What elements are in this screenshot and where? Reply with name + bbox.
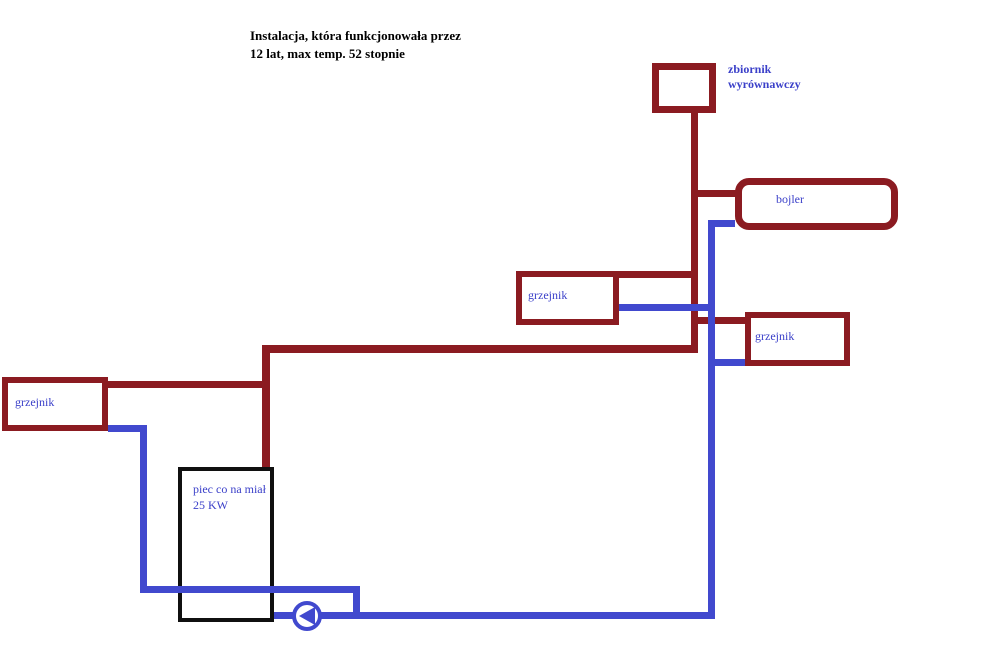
pipe-supply-expansion-tank-vertical [691, 110, 698, 353]
expansion-tank-label-line2: wyrównawczy [728, 77, 801, 91]
radiator-left-label: grzejnik [15, 395, 55, 409]
pipe-return-jog-vertical [353, 586, 360, 619]
pipe-return-left-vertical [140, 425, 147, 593]
pipe-return-main-vertical [708, 221, 715, 619]
expansion-tank-label: zbiornik wyrównawczy [728, 62, 801, 92]
diagram-title: Instalacja, która funkcjonowała przez 12… [250, 27, 461, 63]
title-line-2: 12 lat, max temp. 52 stopnie [250, 46, 405, 61]
pipe-return-radiator-middle [619, 304, 715, 311]
expansion-tank-box [652, 63, 716, 113]
pipe-return-boiler [708, 220, 735, 227]
pump-triangle [299, 607, 315, 625]
pipe-supply-radiator-right [691, 317, 745, 324]
radiator-middle-box [516, 271, 619, 325]
pipe-supply-furnace-riser [262, 345, 270, 467]
pipe-supply-radiator-middle [619, 271, 691, 278]
pump-icon [292, 601, 322, 631]
title-line-1: Instalacja, która funkcjonowała przez [250, 28, 461, 43]
pipe-return-radiator-right [708, 359, 745, 366]
radiator-right-box [745, 312, 850, 366]
pipe-supply-main-horizontal [262, 345, 698, 353]
radiator-right-label: grzejnik [755, 329, 795, 343]
pipe-supply-radiator-left [108, 381, 270, 388]
pipe-return-bottom-horizontal [274, 612, 715, 619]
furnace-label: piec co na miał 25 KW [193, 481, 266, 513]
boiler-label: bojler [776, 192, 804, 206]
radiator-middle-label: grzejnik [528, 288, 568, 302]
pipe-return-radiator-left [108, 425, 147, 432]
furnace-label-line1: piec co na miał [193, 482, 266, 496]
furnace-label-line2: 25 KW [193, 498, 228, 512]
pipe-return-left-horizontal [140, 586, 360, 593]
pipe-supply-boiler [691, 190, 737, 197]
radiator-left-box [2, 377, 108, 431]
expansion-tank-label-line1: zbiornik [728, 62, 772, 76]
boiler-box [735, 178, 898, 230]
furnace-box [178, 467, 274, 622]
